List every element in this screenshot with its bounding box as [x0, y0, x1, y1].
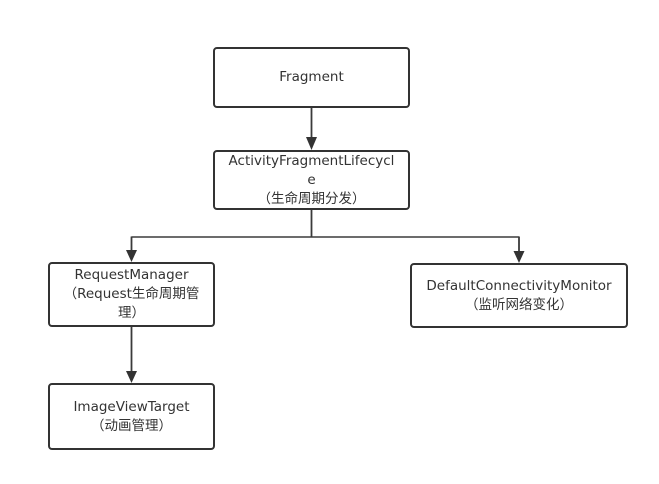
node-image-view-target: ImageViewTarget （动画管理） [48, 383, 215, 450]
node-request-manager: RequestManager （Request生命周期管理） [48, 262, 215, 327]
edge-to-connectivity-monitor [513, 236, 525, 263]
node-title: Fragment [279, 69, 344, 85]
node-title: ActivityFragmentLifecycle [228, 152, 395, 188]
node-title: ImageViewTarget [73, 398, 190, 415]
edge-fragment-to-lifecycle [306, 108, 317, 150]
node-fragment: Fragment [213, 47, 410, 108]
node-title: RequestManager [74, 267, 189, 283]
edge-to-image-view-target [126, 327, 137, 383]
node-subtitle: （动画管理） [91, 417, 172, 434]
arrowhead-icon [126, 250, 137, 262]
arrowhead-icon [126, 371, 137, 383]
node-subtitle: （生命周期分发） [257, 190, 366, 207]
node-subtitle: （监听网络变化） [465, 296, 573, 313]
node-activity-fragment-lifecycle: ActivityFragmentLifecycle （生命周期分发） [213, 150, 410, 210]
node-subtitle: （Request生命周期管理） [63, 286, 200, 321]
arrowhead-icon [306, 137, 317, 150]
node-title: DefaultConnectivityMonitor [426, 277, 612, 294]
arrowhead-icon [513, 251, 525, 263]
edge-to-request-manager [126, 236, 137, 262]
node-default-connectivity-monitor: DefaultConnectivityMonitor （监听网络变化） [410, 263, 628, 328]
edge-lifecycle-branch [131, 210, 519, 238]
